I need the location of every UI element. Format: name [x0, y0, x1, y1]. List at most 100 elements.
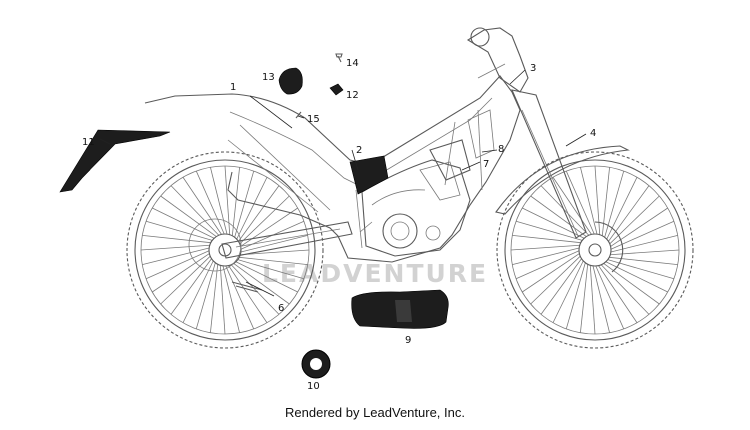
ring-10 — [301, 349, 331, 379]
spoke — [594, 165, 601, 235]
spoke — [592, 265, 610, 333]
front-fork — [466, 27, 587, 239]
spoke — [604, 170, 625, 238]
spoke — [145, 250, 210, 280]
spoke — [580, 264, 589, 333]
spoke — [195, 170, 225, 235]
spoke — [606, 177, 638, 240]
spoke — [236, 177, 268, 240]
spoke — [608, 185, 650, 242]
callout-2: 2 — [356, 145, 362, 156]
spoke — [610, 220, 675, 250]
spoke — [240, 249, 310, 256]
callout-9: 9 — [405, 335, 411, 346]
spoke — [142, 235, 211, 244]
spoke — [512, 247, 580, 265]
spoke — [609, 256, 678, 265]
spoke — [145, 220, 213, 241]
callout-14: 14 — [346, 58, 359, 69]
spoke — [225, 265, 255, 330]
spoke — [182, 260, 214, 323]
rear-wheel — [126, 151, 324, 349]
spoke — [160, 255, 211, 305]
spoke — [530, 255, 581, 305]
spoke — [160, 195, 217, 237]
swingarm — [221, 221, 353, 259]
spoke — [234, 170, 255, 238]
spoke — [522, 253, 580, 293]
spoke — [609, 195, 660, 245]
spoke — [598, 265, 638, 323]
spoke — [182, 177, 222, 235]
spoke — [605, 261, 668, 293]
callout-7: 7 — [483, 159, 489, 170]
spoke — [222, 265, 240, 333]
rear-fender-part — [59, 129, 171, 193]
seat-cover — [349, 155, 389, 195]
callout-3: 3 — [530, 63, 536, 74]
spoke — [235, 261, 298, 293]
callout-15: 15 — [307, 114, 320, 125]
spoke — [610, 207, 668, 247]
spoke — [589, 265, 596, 335]
spoke — [170, 185, 220, 236]
front-fender — [495, 145, 630, 215]
spoke — [230, 264, 280, 315]
spoke — [239, 256, 308, 265]
spoke — [515, 250, 580, 280]
spoke — [170, 258, 212, 315]
credit-text: Rendered by LeadVenture, Inc. — [285, 405, 465, 420]
spoke — [515, 220, 583, 241]
spoke — [231, 167, 240, 236]
spoke — [224, 165, 231, 235]
spoke — [565, 170, 595, 235]
callout-12: 12 — [346, 90, 359, 101]
spoke — [210, 167, 228, 235]
spoke — [239, 195, 290, 245]
callout-10: 10 — [307, 381, 320, 392]
chain-guide-6 — [231, 281, 263, 293]
spoke — [152, 207, 215, 239]
spoke — [238, 185, 280, 242]
spoke — [219, 265, 226, 335]
spoke — [552, 260, 584, 323]
spoke — [233, 263, 290, 305]
spoke — [512, 235, 581, 244]
bolt-14 — [335, 53, 343, 63]
spoke — [240, 207, 298, 247]
callout-13: 13 — [262, 72, 275, 83]
bolt-15 — [295, 111, 302, 119]
callout-8: 8 — [498, 144, 504, 155]
spoke — [580, 167, 598, 235]
spoke — [540, 258, 582, 315]
spoke — [140, 244, 210, 251]
spoke — [552, 177, 592, 235]
radiator-7 — [429, 139, 471, 181]
callout-6: 6 — [278, 303, 284, 314]
front-wheel — [496, 151, 694, 349]
spoke — [530, 195, 587, 237]
nut-12 — [329, 83, 344, 96]
spoke — [228, 265, 268, 323]
grommet-13 — [278, 67, 303, 95]
callout-11: 11 — [82, 137, 95, 148]
spoke — [540, 185, 590, 236]
spoke — [600, 264, 650, 315]
spoke — [610, 235, 678, 253]
callout-1: 1 — [230, 82, 236, 93]
spoke — [152, 253, 210, 293]
callout-4: 4 — [590, 128, 596, 139]
spoke — [237, 259, 305, 280]
spoke — [240, 235, 308, 253]
spoke — [601, 167, 610, 236]
spoke — [195, 262, 216, 330]
spoke — [510, 244, 580, 251]
spoke — [565, 262, 586, 330]
spoke — [210, 264, 219, 333]
spoke — [603, 263, 660, 305]
spoke — [607, 259, 675, 280]
spoke — [142, 247, 210, 265]
spoke — [595, 265, 625, 330]
frame — [144, 75, 521, 263]
